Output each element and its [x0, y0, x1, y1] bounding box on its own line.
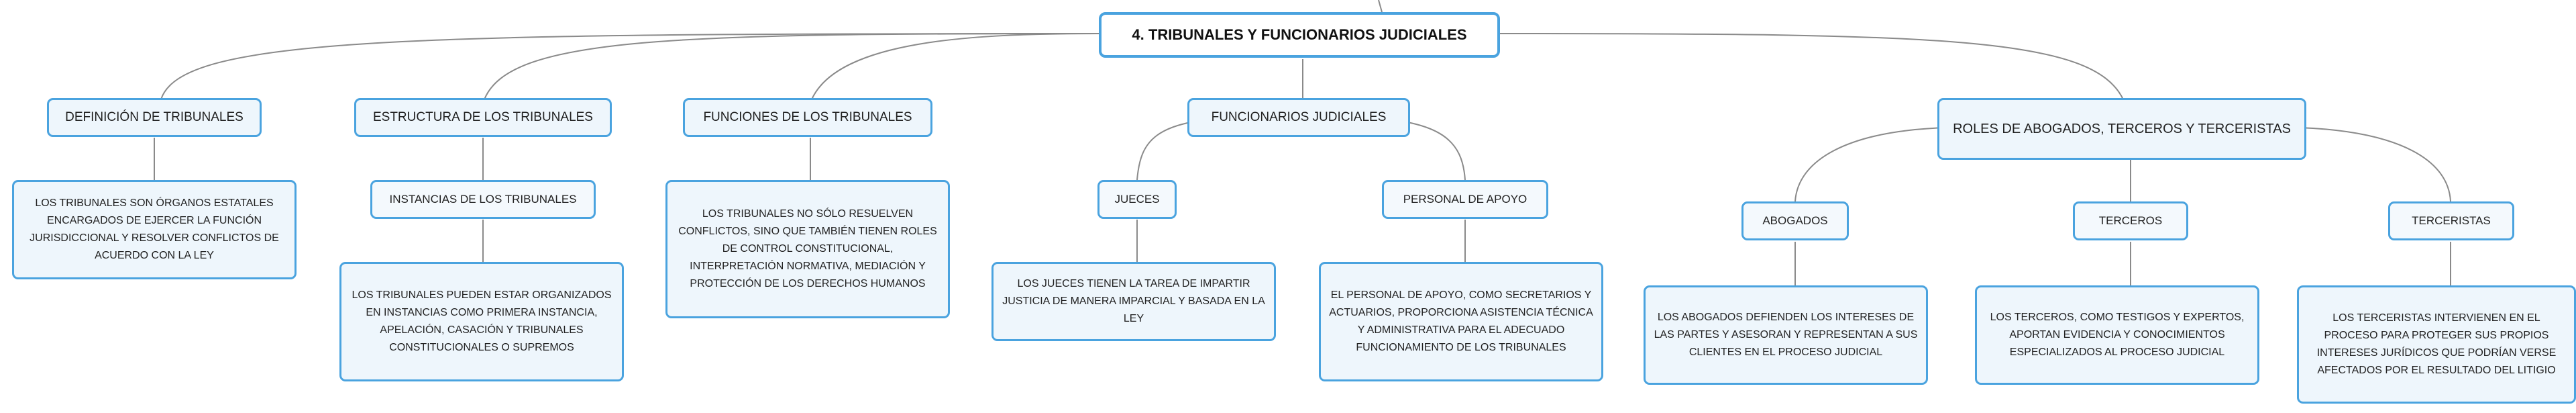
desc-terceristas[interactable]: LOS TERCERISTAS INTERVIENEN EN EL PROCES… — [2297, 285, 2576, 404]
topic-definicion[interactable]: DEFINICIÓN DE TRIBUNALES — [47, 98, 262, 137]
sub-terceros-label: TERCEROS — [2098, 214, 2163, 227]
desc-instancias[interactable]: LOS TRIBUNALES PUEDEN ESTAR ORGANIZADOS … — [339, 262, 624, 381]
sub-abogados-label: ABOGADOS — [1762, 214, 1828, 227]
topic-estructura-label: ESTRUCTURA DE LOS TRIBUNALES — [372, 110, 593, 124]
desc-personal-text: EL PERSONAL DE APOYO, COMO SECRETARIOS Y… — [1329, 289, 1593, 353]
desc-terceristas-text: LOS TERCERISTAS INTERVIENEN EN EL PROCES… — [2316, 312, 2557, 376]
desc-funciones-text: LOS TRIBUNALES NO SÓLO RESUELVEN CONFLIC… — [678, 208, 937, 289]
sub-personal-label: PERSONAL DE APOYO — [1403, 193, 1527, 205]
connector-root-definicion — [160, 33, 1099, 100]
desc-instancias-text: LOS TRIBUNALES PUEDEN ESTAR ORGANIZADOS … — [352, 289, 612, 353]
desc-jueces-text: LOS JUECES TIENEN LA TAREA DE IMPARTIR J… — [1002, 278, 1265, 324]
topic-funcionarios-label: FUNCIONARIOS JUDICIALES — [1211, 110, 1387, 124]
topic-funciones-label: FUNCIONES DE LOS TRIBUNALES — [703, 110, 912, 124]
desc-terceros-text: LOS TERCEROS, COMO TESTIGOS Y EXPERTOS, … — [1990, 312, 2245, 358]
topic-roles-label: ROLES DE ABOGADOS, TERCEROS Y TERCERISTA… — [1953, 121, 2291, 136]
sub-abogados[interactable]: ABOGADOS — [1741, 201, 1849, 240]
connector-root-estructura — [484, 33, 1099, 100]
topic-definicion-label: DEFINICIÓN DE TRIBUNALES — [65, 110, 244, 124]
connector-roles-abogados — [1794, 127, 1947, 202]
topic-estructura[interactable]: ESTRUCTURA DE LOS TRIBUNALES — [354, 98, 612, 137]
sub-terceristas[interactable]: TERCERISTAS — [2388, 201, 2514, 240]
sub-jueces[interactable]: JUECES — [1097, 180, 1177, 219]
connector-roles-terceristas — [2297, 127, 2451, 202]
topic-roles[interactable]: ROLES DE ABOGADOS, TERCEROS Y TERCERISTA… — [1937, 98, 2306, 160]
connector-root-roles — [1499, 33, 2124, 100]
sub-terceristas-label: TERCERISTAS — [2412, 214, 2491, 227]
root-label: 4. TRIBUNALES Y FUNCIONARIOS JUDICIALES — [1132, 26, 1467, 43]
sub-jueces-label: JUECES — [1114, 193, 1160, 205]
sub-instancias[interactable]: INSTANCIAS DE LOS TRIBUNALES — [370, 180, 596, 219]
desc-abogados-text: LOS ABOGADOS DEFIENDEN LOS INTERESES DE … — [1654, 312, 1918, 358]
desc-personal[interactable]: EL PERSONAL DE APOYO, COMO SECRETARIOS Y… — [1319, 262, 1603, 381]
topic-funciones[interactable]: FUNCIONES DE LOS TRIBUNALES — [683, 98, 932, 137]
sub-instancias-label: INSTANCIAS DE LOS TRIBUNALES — [389, 193, 577, 205]
desc-jueces[interactable]: LOS JUECES TIENEN LA TAREA DE IMPARTIR J… — [991, 262, 1276, 341]
root-node[interactable]: 4. TRIBUNALES Y FUNCIONARIOS JUDICIALES — [1099, 12, 1500, 58]
desc-terceros[interactable]: LOS TERCEROS, COMO TESTIGOS Y EXPERTOS, … — [1975, 285, 2259, 385]
connector-root-funciones — [811, 33, 1099, 100]
sub-personal[interactable]: PERSONAL DE APOYO — [1382, 180, 1548, 219]
desc-definicion-text: LOS TRIBUNALES SON ÓRGANOS ESTATALES ENC… — [30, 197, 279, 261]
desc-funciones[interactable]: LOS TRIBUNALES NO SÓLO RESUELVEN CONFLIC… — [665, 180, 950, 318]
connector-root-top — [1378, 0, 1383, 13]
desc-definicion[interactable]: LOS TRIBUNALES SON ÓRGANOS ESTATALES ENC… — [12, 180, 297, 279]
sub-terceros[interactable]: TERCEROS — [2073, 201, 2188, 240]
desc-abogados[interactable]: LOS ABOGADOS DEFIENDEN LOS INTERESES DE … — [1644, 285, 1928, 385]
topic-funcionarios[interactable]: FUNCIONARIOS JUDICIALES — [1187, 98, 1410, 137]
